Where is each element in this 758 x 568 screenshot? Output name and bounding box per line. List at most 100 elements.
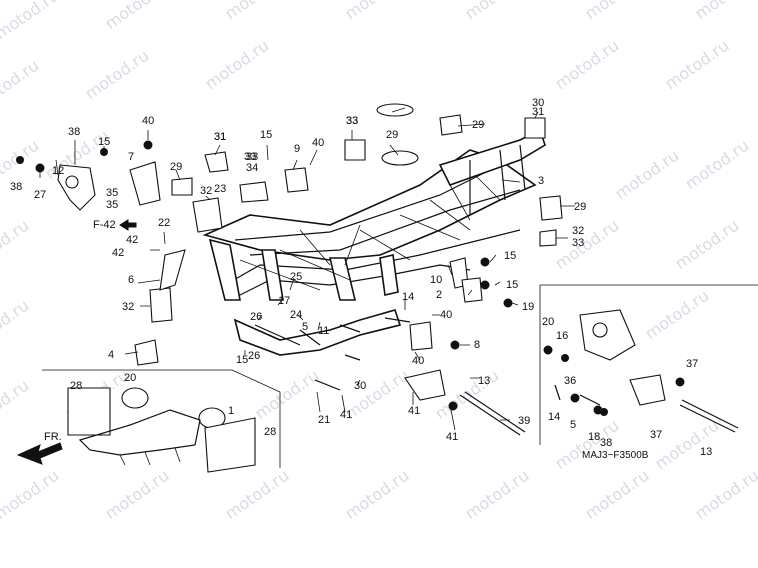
watermark-text: motod.ru (0, 376, 32, 434)
watermark-text: motod.ru (221, 0, 292, 23)
callout-number: 1 (228, 405, 234, 417)
callout-number: 29 (386, 129, 398, 141)
callout-number: 29 (472, 119, 484, 131)
leader-lines (39, 107, 575, 431)
callout-number: 15 (506, 279, 518, 291)
callout-number: 31 (214, 131, 226, 143)
callout-number: 38 (600, 437, 612, 449)
callout-number: 26 (250, 311, 262, 323)
callout-number: 9 (294, 143, 300, 155)
callout-number: 40 (142, 115, 154, 127)
callout-number: 25 (290, 271, 302, 283)
watermark-text: motod.ru (641, 286, 712, 344)
left-bracket-parts (16, 140, 229, 366)
callout-number: 37 (650, 429, 662, 441)
callout-number: 15 (260, 129, 272, 141)
callout-number: 33 (572, 237, 584, 249)
callout-number: 7 (128, 151, 134, 163)
callout-number: 28 (264, 426, 276, 438)
callout-number: 26 (248, 350, 260, 362)
callout-number: 13 (478, 375, 490, 387)
front-arrow-label: FR. (44, 431, 62, 443)
main-frame-assembly (202, 128, 546, 356)
inset-rear-detail (539, 284, 758, 445)
callout-number: 42 (112, 247, 124, 259)
callout-number: 15 (236, 354, 248, 366)
watermark-text: motod.ru (201, 36, 272, 94)
callout-number: 35 (106, 199, 118, 211)
callout-number: 22 (158, 217, 170, 229)
callout-number: 14 (548, 411, 560, 423)
inset-front-cowl (16, 369, 281, 473)
figure-reference: F-42 (93, 219, 116, 231)
callout-number: 30 (532, 97, 544, 109)
callout-number: 40 (412, 355, 424, 367)
watermark-text: motod.ru (101, 466, 172, 524)
watermark-text: motod.ru (81, 46, 152, 104)
callout-number: 29 (170, 161, 182, 173)
callout-number: 6 (128, 274, 134, 286)
callout-number: 38 (68, 126, 80, 138)
callout-number: 33 (244, 151, 256, 163)
top-clamp-parts (239, 103, 563, 247)
callout-number: 36 (564, 375, 576, 387)
reference-code: MAJ3−F3500B (582, 450, 649, 461)
callout-number: 24 (290, 309, 302, 321)
watermark-text: motod.ru (661, 36, 732, 94)
watermark-text: motod.ru (341, 466, 412, 524)
watermark-text: motod.ru (251, 366, 322, 424)
callout-number: 30 (354, 380, 366, 392)
watermark-text: motod.ru (681, 136, 752, 194)
callout-number: 15 (98, 136, 110, 148)
callout-number: 41 (446, 431, 458, 443)
watermark-text: motod.ru (581, 0, 652, 23)
callout-number: 3 (538, 175, 544, 187)
callout-number: 39 (518, 415, 530, 427)
watermark-text: motod.ru (581, 466, 652, 524)
watermark-text: motod.ru (651, 416, 722, 474)
callout-number: 10 (430, 274, 442, 286)
watermark-text: motod.ru (611, 146, 682, 204)
watermark-text: motod.ru (0, 466, 62, 524)
callout-number: 27 (34, 189, 46, 201)
callout-number: 32 (122, 301, 134, 313)
watermark-text: motod.ru (0, 0, 62, 43)
watermark-text: motod.ru (101, 0, 172, 33)
callout-number: 16 (556, 330, 568, 342)
callout-number: 17 (278, 295, 290, 307)
figure-reference-arrow-icon (119, 219, 137, 231)
callout-number: 29 (574, 201, 586, 213)
callout-number: 12 (52, 165, 64, 177)
watermark-text: motod.ru (341, 0, 412, 23)
callout-number: 41 (408, 405, 420, 417)
callout-number: 35 (106, 187, 118, 199)
callout-number: 31 (214, 131, 226, 143)
callout-number: 28 (70, 380, 82, 392)
callout-number: 33 (346, 115, 358, 127)
callout-number: 21 (318, 414, 330, 426)
callout-number: 33 (346, 115, 358, 127)
callout-number: 32 (572, 225, 584, 237)
callout-number: 4 (108, 349, 114, 361)
watermark-text: motod.ru (461, 466, 532, 524)
watermark-text: motod.ru (0, 56, 42, 114)
callout-number: 31 (532, 106, 544, 118)
callout-number: 33 (246, 151, 258, 163)
callout-number: 38 (10, 181, 22, 193)
callout-number: 5 (570, 419, 576, 431)
callout-number: 2 (436, 289, 442, 301)
watermark-text: motod.ru (551, 36, 622, 94)
watermark-text: motod.ru (0, 296, 32, 354)
callout-number: 41 (340, 409, 352, 421)
callout-number: 19 (522, 301, 534, 313)
watermark-text: motod.ru (0, 216, 32, 274)
callout-number: 11 (318, 325, 329, 337)
callout-number: 15 (504, 250, 516, 262)
watermark-text: motod.ru (671, 216, 742, 274)
callout-number: 40 (312, 137, 324, 149)
callout-number: 13 (700, 446, 712, 458)
callout-number: 18 (588, 431, 600, 443)
